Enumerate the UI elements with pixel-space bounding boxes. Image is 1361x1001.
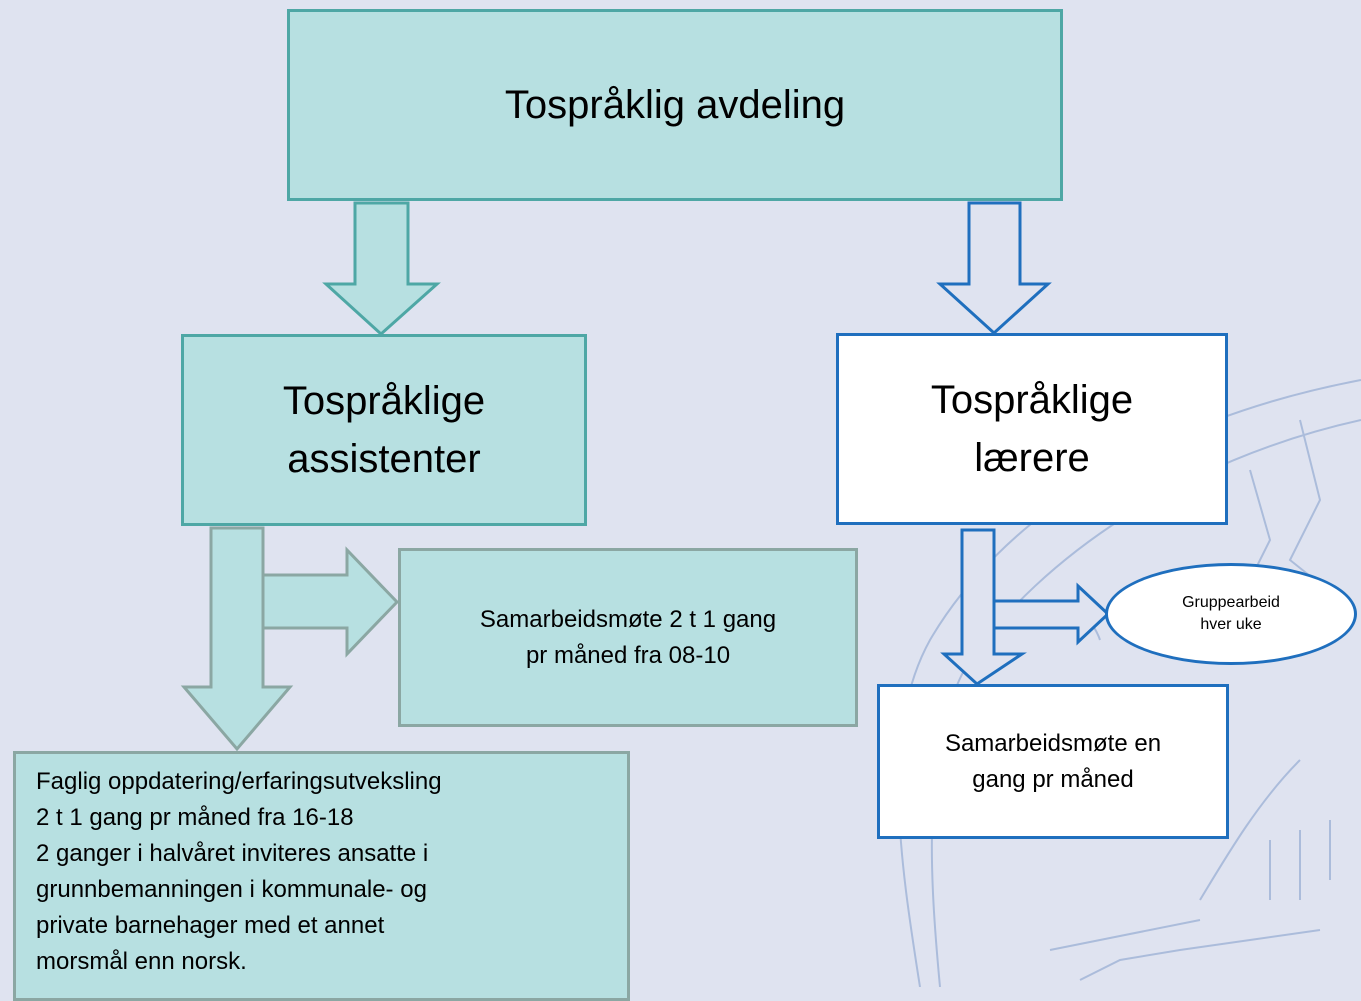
node-samarbeidsmote-assistenter: Samarbeidsmøte 2 t 1 gang pr måned fra 0… [398, 548, 858, 727]
arrow-assistenter-to-meeting [261, 546, 400, 658]
node-tospraklig-avdeling: Tospråklig avdeling [287, 9, 1063, 201]
node-label-line: Faglig oppdatering/erfaringsutveksling [36, 768, 442, 795]
arrow-top-to-laerere [936, 201, 1052, 336]
node-label-line: Samarbeidsmøte en [944, 729, 1162, 757]
arrow-assistenter-to-faglig [180, 526, 294, 752]
node-label-line: private barnehager med et annet [36, 912, 385, 939]
node-label-line: 2 t 1 gang pr måned fra 16-18 [36, 804, 354, 831]
node-samarbeidsmote-laerere: Samarbeidsmøte en gang pr måned [877, 684, 1229, 839]
node-tospraklige-laerere: Tospråklige lærere [836, 333, 1228, 525]
node-label-line: grunnbemanningen i kommunale- og [36, 876, 427, 903]
node-tospraklige-assistenter: Tospråklige assistenter [181, 334, 587, 526]
node-label-line: gang pr måned [972, 765, 1134, 793]
node-label-line: hver uke [1200, 616, 1262, 633]
node-label-line: pr måned fra 08-10 [525, 641, 731, 669]
arrow-laerere-to-meeting [940, 528, 1027, 686]
node-label-line: assistenter [287, 437, 481, 481]
node-label-line: Tospråklige [282, 379, 486, 423]
node-label-line: morsmål enn norsk. [36, 948, 247, 975]
node-label-line: Samarbeidsmøte 2 t 1 gang [479, 605, 777, 633]
node-label-line: 2 ganger i halvåret inviteres ansatte i [36, 840, 429, 867]
node-label-line: Tospråklige [930, 378, 1134, 422]
node-label-line: lærere [974, 436, 1090, 480]
node-label: Tospråklig avdeling [504, 82, 846, 127]
arrow-top-to-assistenter [322, 201, 441, 337]
node-label-line: Gruppearbeid [1182, 593, 1280, 611]
node-faglig-oppdatering: Faglig oppdatering/erfaringsutveksling 2… [13, 751, 630, 1001]
arrow-laerere-to-group [992, 582, 1111, 646]
node-gruppearbeid: Gruppearbeid hver uke [1105, 563, 1357, 665]
